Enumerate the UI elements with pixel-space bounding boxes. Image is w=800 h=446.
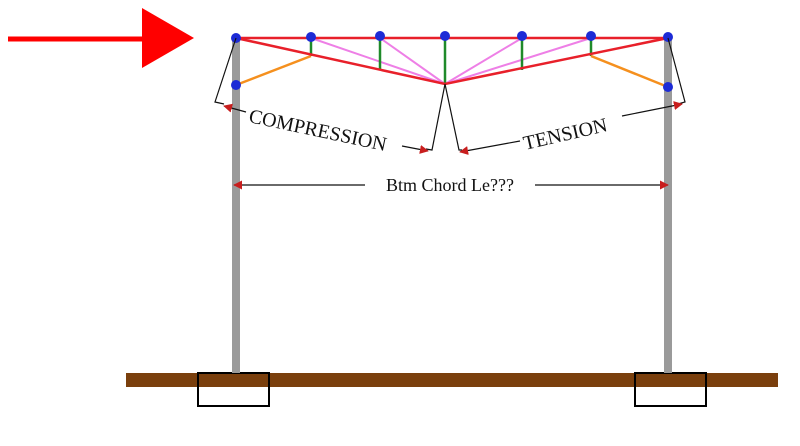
- compression-label: COMPRESSION: [247, 105, 389, 156]
- joints: [231, 31, 673, 92]
- circle-node-icon: [586, 31, 596, 41]
- bottom-chord-length-label: Btm Chord Le???: [386, 175, 514, 195]
- knee-braces: [235, 54, 669, 89]
- right-arrow-icon: [8, 8, 194, 68]
- tension-annotation: TENSION: [459, 101, 683, 155]
- circle-node-icon: [517, 31, 527, 41]
- circle-node-icon: [663, 82, 673, 92]
- circle-node-icon: [375, 31, 385, 41]
- ground-strip: [126, 373, 778, 387]
- tension-label: TENSION: [521, 114, 609, 155]
- circle-node-icon: [306, 32, 316, 42]
- circle-node-icon: [231, 80, 241, 90]
- bottom-chord-dimension: Btm Chord Le???: [233, 175, 669, 195]
- web-diagonals: [310, 37, 592, 85]
- web-verticals: [309, 38, 593, 84]
- circle-node-icon: [440, 31, 450, 41]
- circle-node-icon: [663, 32, 673, 42]
- column-left: [232, 38, 240, 373]
- compression-annotation: COMPRESSION: [223, 103, 429, 156]
- column-right: [664, 38, 672, 373]
